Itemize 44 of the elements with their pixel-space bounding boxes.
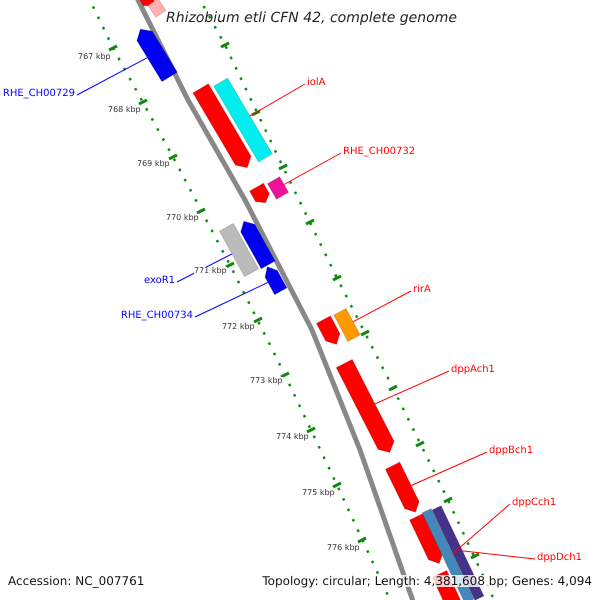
scale-label: 776 kbp (327, 544, 360, 552)
scale-label: 775 kbp (302, 489, 335, 497)
gene-label: RHE_CH00734 (120, 311, 193, 321)
gene-block (136, 28, 178, 82)
gene-block (240, 220, 276, 270)
leader-line (374, 370, 450, 404)
map-title: Rhizobium etli CFN 42, complete genome (166, 11, 457, 25)
gene-label: dppCch1 (512, 498, 556, 508)
gene-label: iolA (307, 78, 326, 88)
footer-text: Accession: NC_007761 (8, 575, 144, 587)
scale-label: 769 kbp (137, 160, 170, 168)
gene-label: RHE_CH00732 (343, 147, 416, 157)
gene-label: rirA (413, 285, 431, 295)
gene-label: dppDch1 (537, 553, 582, 563)
gene-block (192, 83, 252, 168)
footer-text: Topology: circular; Length: 4,381,608 bp; Genes: 4,094 (262, 575, 592, 587)
scale-label: 772 kbp (222, 323, 255, 331)
gene-block (266, 176, 290, 200)
leader-line (352, 290, 412, 322)
gene-block (333, 308, 361, 342)
scale-label: 767 kbp (78, 53, 111, 61)
gene-block (384, 461, 420, 513)
leader-line (76, 57, 148, 96)
gene-block (248, 182, 270, 204)
gene-label: exoR1 (144, 276, 175, 286)
gene-block (264, 266, 288, 296)
scale-label: 774 kbp (276, 433, 309, 441)
gene-block (336, 358, 395, 454)
gene-label: dppBch1 (489, 446, 534, 456)
gene-block (148, 0, 166, 18)
scale-label: 773 kbp (250, 377, 283, 385)
gene-block (213, 77, 273, 163)
leader-line (194, 282, 268, 318)
leader-line (249, 84, 306, 116)
gene-label: dppAch1 (451, 365, 495, 375)
leader-line (462, 550, 536, 560)
leader-line (410, 452, 488, 486)
scale-label: 770 kbp (166, 214, 199, 222)
leader-line (284, 152, 342, 185)
scale-label: 771 kbp (194, 267, 227, 275)
leader-line (452, 504, 510, 554)
gene-label: RHE_CH00729 (2, 89, 75, 99)
scale-label: 768 kbp (108, 106, 141, 114)
gene-block (316, 315, 340, 346)
